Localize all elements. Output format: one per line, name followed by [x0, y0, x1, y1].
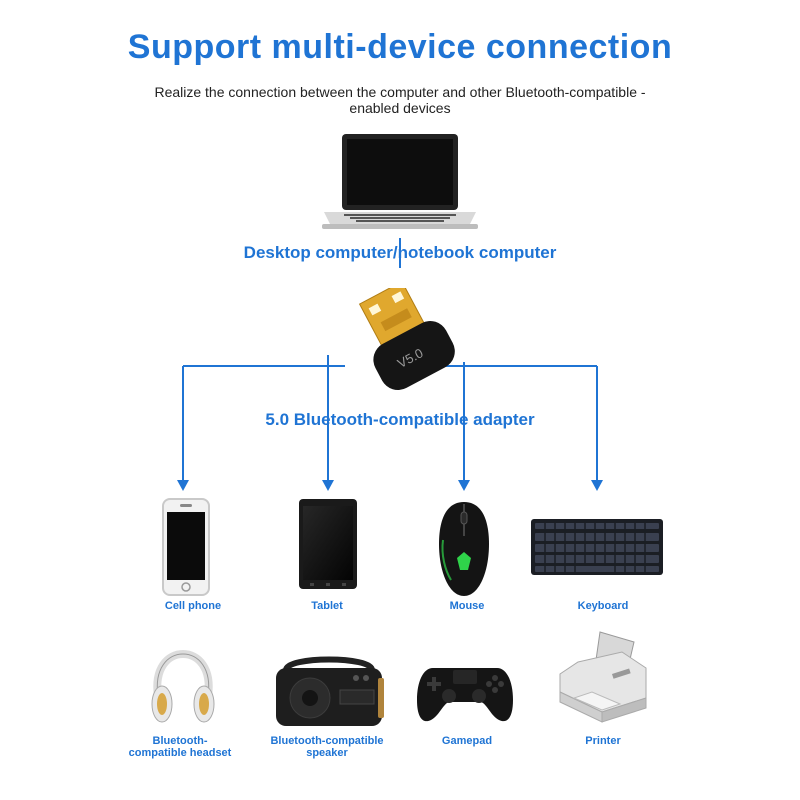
device-label-gamepad: Gamepad [441, 735, 493, 747]
cell-phone-icon [162, 498, 210, 596]
device-label-cell-phone: Cell phone [164, 600, 222, 612]
keyboard-icon [531, 519, 663, 575]
gamepad-icon [417, 668, 513, 722]
bluetooth-adapter-icon: V5.0 [358, 288, 455, 391]
device-label-speaker: Bluetooth-compatible speaker [270, 735, 384, 759]
device-label-mouse: Mouse [449, 600, 485, 612]
adapter-label: 5.0 Bluetooth-compatible adapter [265, 410, 535, 429]
device-label-headset: Bluetooth-compatible headset [128, 735, 232, 759]
speaker-icon [276, 656, 384, 726]
device-label-keyboard: Keyboard [577, 600, 629, 612]
laptop-icon [322, 134, 478, 229]
tablet-icon [299, 499, 357, 589]
page-subtitle: Realize the connection between the compu… [154, 84, 646, 116]
device-label-tablet: Tablet [311, 600, 343, 612]
mouse-icon [439, 502, 489, 596]
device-label-printer: Printer [585, 735, 621, 747]
page-title: Support multi-device connection [127, 28, 673, 66]
printer-icon [559, 631, 647, 723]
headset-icon [151, 650, 215, 723]
